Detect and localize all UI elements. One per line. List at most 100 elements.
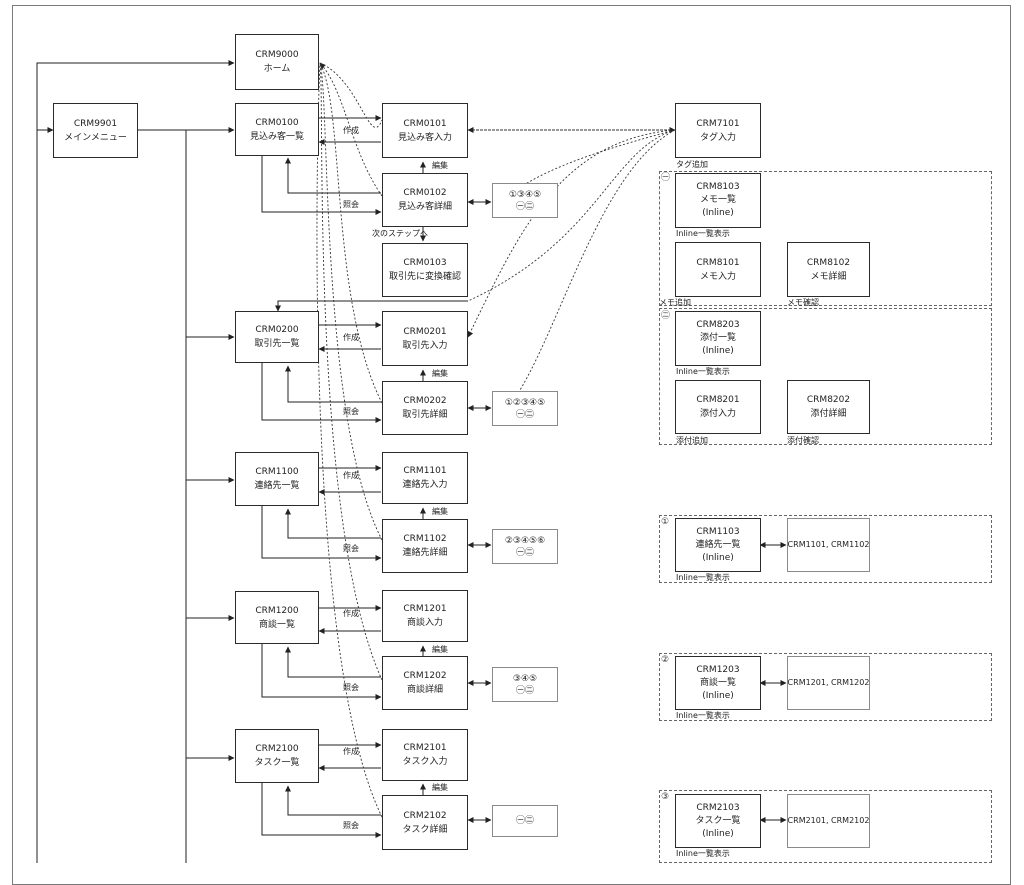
screen-name: 取引先入力 [402,340,448,351]
edge-label-view: 照会 [343,821,359,830]
edge-label-create: 作成 [343,747,359,756]
screen-crm1100[interactable]: CRM1100 連絡先一覧 [235,452,319,506]
screen-code: CRM1203 [696,664,740,675]
screen-crm8101[interactable]: CRM8101 メモ入力 [675,242,761,297]
screen-crm8203[interactable]: CRM8203 添付一覧 (Inline) [675,311,761,366]
badge-top: ①③④⑤ [508,189,542,200]
screen-name: ホーム [263,64,291,74]
screen-crm2100[interactable]: CRM2100 タスク一覧 [235,729,319,783]
circle-marker-2: ② [661,655,670,665]
screen-name: タスク一覧 [695,815,741,826]
screen-code: CRM2101 [403,743,447,753]
screen-code: CRM0103 [403,258,447,268]
screen-crm0103[interactable]: CRM0103 取引先に変換確認 [382,243,468,297]
screen-crm0201[interactable]: CRM0201 取引先入力 [382,311,468,366]
screen-name: タスク一覧 [254,758,300,768]
screen-crm1203[interactable]: CRM1203 商談一覧 (Inline) [675,656,761,710]
screen-name: 商談詳細 [406,685,443,695]
screen-name: 商談一覧 [258,619,295,630]
screen-crm9000[interactable]: CRM9000 ホーム [235,34,319,90]
edge-label-create: 作成 [343,609,359,618]
screen-note: (Inline) [702,208,734,218]
screen-code: CRM9901 [73,118,118,129]
edge-label-create: 作成 [343,333,359,342]
screen-code: CRM0100 [255,117,299,128]
memo-group-frame [659,171,992,306]
related-badge-crm0202: ①②③④⑤ ㊀㊁ [492,391,558,426]
caption-inline-list: Inline一覧表示 [676,849,730,858]
attachment-group-frame [659,308,992,445]
screen-crm0100[interactable]: CRM0100 見込み客一覧 [235,103,319,156]
reference-text: CRM1101, CRM1102 [787,540,870,549]
related-badge-crm0102: ①③④⑤ ㊀㊁ [492,183,558,218]
related-badge-crm1202: ③④⑤ ㊀㊁ [492,667,558,702]
reference-box-contact: CRM1101, CRM1102 [787,518,870,572]
screen-crm1101[interactable]: CRM1101 連絡先入力 [382,452,468,504]
caption-memo-confirm: メモ確認 [787,298,819,307]
screen-crm8201[interactable]: CRM8201 添付入力 [675,380,761,434]
screen-crm0101[interactable]: CRM0101 見込み客入力 [382,103,468,158]
caption-inline-list: Inline一覧表示 [676,229,730,238]
edge-label-edit: 編集 [432,161,448,170]
screen-name: タスク入力 [402,757,448,767]
screen-note: (Inline) [702,828,734,839]
screen-code: CRM0200 [255,325,299,335]
edge-label-create: 作成 [343,126,359,135]
screen-crm1103[interactable]: CRM1103 連絡先一覧 (Inline) [675,518,761,572]
screen-name: 連絡先詳細 [402,548,448,558]
reference-text: CRM2101, CRM2102 [787,816,870,825]
circle-marker-3: ③ [661,792,670,802]
screen-code: CRM1100 [255,467,299,477]
caption-inline-list: Inline一覧表示 [676,573,730,582]
screen-crm0102[interactable]: CRM0102 見込み客詳細 [382,173,468,227]
caption-memo-add: メモ追加 [659,298,691,307]
screen-crm8202[interactable]: CRM8202 添付詳細 [787,380,870,434]
screen-crm1200[interactable]: CRM1200 商談一覧 [235,591,319,644]
badge-top: ③④⑤ [512,673,538,684]
screen-note: (Inline) [702,690,734,701]
screen-name: 見込み客入力 [397,132,452,143]
screen-crm8103[interactable]: CRM8103 メモ一覧 (Inline) [675,173,761,228]
related-badge-crm2102: ㊀㊁ [492,805,558,837]
screen-crm2102[interactable]: CRM2102 タスク詳細 [382,795,468,850]
screen-note: (Inline) [702,552,734,563]
screen-crm0200[interactable]: CRM0200 取引先一覧 [235,311,319,363]
reference-text: CRM1201, CRM1202 [787,678,870,687]
screen-name: メモ入力 [699,271,736,282]
screen-crm1102[interactable]: CRM1102 連絡先詳細 [382,519,468,573]
screen-code: CRM2103 [696,802,740,813]
caption-attach-confirm: 添付確認 [787,436,819,445]
screen-code: CRM8202 [806,395,851,405]
screen-code: CRM8103 [696,182,740,192]
screen-crm2103[interactable]: CRM2103 タスク一覧 (Inline) [675,794,761,848]
edge-label-create: 作成 [343,471,359,480]
screen-name: 取引先詳細 [402,410,448,420]
caption-attach-add: 添付追加 [676,436,708,445]
screen-name: タグ入力 [699,132,736,143]
screen-crm1201[interactable]: CRM1201 商談入力 [382,590,468,642]
screen-name: 連絡先一覧 [695,539,741,550]
contact-inline-group-frame [659,515,992,583]
edge-label-view: 照会 [343,200,359,209]
related-badge-crm1102: ②③④⑤⑥ ㊀㊁ [492,529,558,564]
screen-crm1202[interactable]: CRM1202 商談詳細 [382,656,468,710]
edge-label-edit: 編集 [432,783,448,792]
screen-code: CRM8102 [806,257,851,268]
group-marker-2: ㊁ [661,311,671,321]
screen-code: CRM0202 [403,396,447,406]
screen-code: CRM8201 [696,395,740,405]
screen-crm9901[interactable]: CRM9901 メインメニュー [53,103,138,158]
screen-code: CRM1103 [696,526,740,537]
edge-label-edit: 編集 [432,369,448,378]
screen-crm2101[interactable]: CRM2101 タスク入力 [382,729,468,781]
screen-code: CRM2100 [255,744,299,754]
edge-label-view: 照会 [343,683,359,692]
reference-box-deal: CRM1201, CRM1202 [787,656,870,710]
screen-code: CRM0201 [403,326,447,337]
group-marker-1: ㊀ [661,173,671,183]
screen-crm8102[interactable]: CRM8102 メモ詳細 [787,242,870,297]
screen-code: CRM1200 [255,605,299,616]
edge-label-view: 照会 [343,407,359,416]
screen-crm0202[interactable]: CRM0202 取引先詳細 [382,381,468,435]
screen-crm7101[interactable]: CRM7101 タグ入力 [675,103,761,158]
